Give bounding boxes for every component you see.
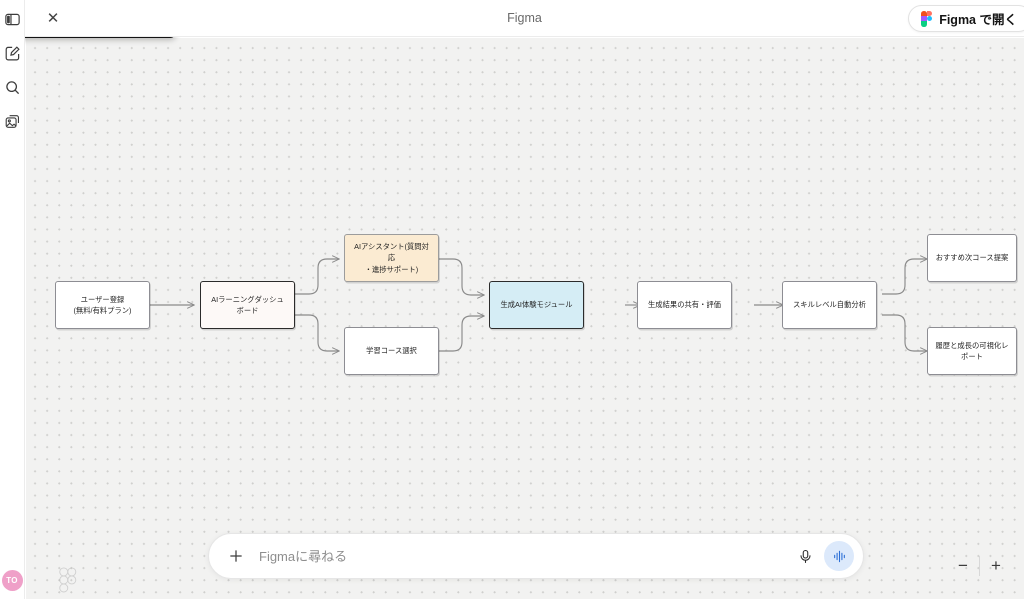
flow-node-ai-assistant[interactable]: AIアシスタント(質問対応 ・進捗サポート) <box>344 234 439 282</box>
prompt-bar-container <box>208 533 864 579</box>
flow-node-label: おすすめ次コース提案 <box>935 253 1009 263</box>
connectors-layer <box>150 38 1024 599</box>
bottom-caption <box>0 594 1024 599</box>
search-icon[interactable] <box>2 77 23 98</box>
open-in-figma-button[interactable]: Figma で開く <box>908 5 1024 32</box>
flow-node-label: AIラーニングダッシュ ボード <box>211 294 284 315</box>
zoom-separator <box>979 556 980 576</box>
figma-watermark-icon <box>59 567 77 593</box>
flow-node-label: 履歴と成長の可視化レ ポート <box>935 340 1009 361</box>
flow-node-label: 学習コース選択 <box>366 346 417 356</box>
flow-node-ai-learning-dashboard[interactable]: AIラーニングダッシュ ボード <box>200 281 295 329</box>
zoom-out-button[interactable]: − <box>947 552 979 580</box>
zoom-in-button[interactable]: + <box>980 552 1012 580</box>
flow-node-label: 生成結果の共有・評価 <box>648 300 721 310</box>
flow-node-label: ユーザー登録 (無料/有料プラン) <box>73 294 132 315</box>
library-icon[interactable] <box>2 111 23 132</box>
sidebar-toggle-icon[interactable] <box>2 9 23 30</box>
figma-logo-icon <box>921 10 933 27</box>
new-chat-icon[interactable] <box>2 43 23 64</box>
title-bar: ✕ Figma Figma で開く <box>25 0 1024 37</box>
open-in-figma-label: Figma で開く <box>939 13 1017 27</box>
prompt-bar[interactable] <box>208 533 864 579</box>
microphone-icon[interactable] <box>792 543 818 569</box>
close-icon[interactable]: ✕ <box>46 10 60 27</box>
voice-mode-button[interactable] <box>824 541 854 571</box>
avatar[interactable]: TO <box>1 570 23 591</box>
add-attachment-icon[interactable] <box>225 545 247 567</box>
flow-node-history-growth-report[interactable]: 履歴と成長の可視化レ ポート <box>927 327 1017 375</box>
flow-node-skill-level-analysis[interactable]: スキルレベル自動分析 <box>782 281 877 329</box>
prompt-input[interactable] <box>247 548 792 564</box>
flow-node-recommended-next-course[interactable]: おすすめ次コース提案 <box>927 234 1017 282</box>
flow-node-course-selection[interactable]: 学習コース選択 <box>344 327 439 375</box>
zoom-controls: − + <box>947 552 1012 580</box>
page-title: Figma <box>507 11 542 25</box>
flow-node-label: AIアシスタント(質問対応 ・進捗サポート) <box>354 242 429 274</box>
flow-node-generative-ai-module[interactable]: 生成AI体験モジュール <box>489 281 584 329</box>
flow-node-share-and-evaluate[interactable]: 生成結果の共有・評価 <box>637 281 732 329</box>
left-rail: TO <box>0 0 25 599</box>
flow-node-user-registration[interactable]: ユーザー登録 (無料/有料プラン) <box>55 281 150 329</box>
flow-canvas[interactable]: ユーザー登録 (無料/有料プラン) AIラーニングダッシュ ボード AIアシスタ… <box>26 38 1024 599</box>
flow-node-label: 生成AI体験モジュール <box>500 300 573 310</box>
flow-node-label: スキルレベル自動分析 <box>793 300 866 310</box>
